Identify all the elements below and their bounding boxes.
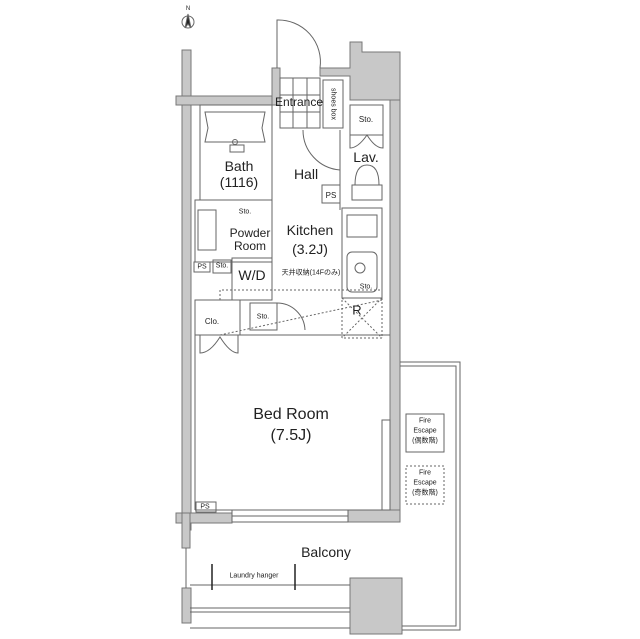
ps-bed-label: PS (200, 503, 210, 511)
fire-escape-even-line3: (偶数階) (412, 437, 438, 445)
stove-icon (346, 214, 378, 238)
sto-powder-label: Sto. (238, 208, 252, 216)
fire-escape-even-line2: Escape (413, 427, 437, 435)
sto-lav-label: Sto. (358, 115, 374, 124)
entrance-label: Entrance (274, 95, 324, 109)
fire-escape-even (405, 413, 445, 453)
wd-area (231, 257, 273, 301)
ceiling-storage-label: 天井収納(14Fのみ) (281, 269, 341, 277)
hall-label: Hall (293, 166, 319, 182)
laundry-hanger-label: Laundry hanger (229, 572, 279, 580)
sto-wd-label: Sto. (215, 262, 229, 270)
fire-escape-odd-line3: (奇数階) (412, 489, 438, 497)
balcony-block (349, 577, 403, 635)
left-wall (181, 49, 192, 531)
lav-label: Lav. (353, 149, 379, 165)
fire-escape-odd-line1: Fire (418, 469, 432, 477)
entrance-door (276, 19, 321, 69)
bedroom-size-label: (7.5J) (270, 427, 312, 444)
left-pillar (181, 512, 191, 549)
refrigerator-label: R (352, 302, 362, 318)
fire-escape-even-line1: Fire (418, 417, 432, 425)
bathtub-icon (204, 111, 266, 143)
left-balcony-post (181, 587, 192, 624)
bath-label: Bath (224, 158, 254, 174)
right-wall (389, 99, 401, 521)
closet-label: Clo. (204, 317, 220, 326)
toilet-icon (354, 164, 380, 186)
powder-room-label-2: Room (233, 239, 267, 253)
balcony-label: Balcony (301, 544, 351, 560)
top-left-wall (175, 95, 279, 106)
sto-hall-label: Sto. (256, 313, 270, 321)
shoes-box (322, 79, 344, 129)
bath-size-label: (1116) (219, 174, 259, 190)
kitchen-size-label: (3.2J) (292, 241, 328, 257)
bottom-right-wall (347, 509, 401, 523)
sto-kitchen-label: Sto. (359, 283, 373, 291)
ps-powder-label: PS (197, 263, 207, 271)
fire-escape-odd-line2: Escape (413, 479, 437, 487)
powder-room-label-1: Powder (229, 226, 271, 240)
sink-icon (346, 251, 378, 293)
refrigerator-area (341, 297, 383, 339)
shoes-box-label: shoes box (329, 88, 337, 120)
north-label: N (185, 6, 191, 12)
wd-label: W/D (238, 267, 266, 283)
bedroom-label: Bed Room (253, 406, 329, 423)
ps-hall-label: PS (325, 191, 337, 200)
kitchen-label: Kitchen (286, 222, 334, 238)
side-balcony-rail (400, 361, 461, 631)
fire-escape-odd (405, 465, 445, 505)
